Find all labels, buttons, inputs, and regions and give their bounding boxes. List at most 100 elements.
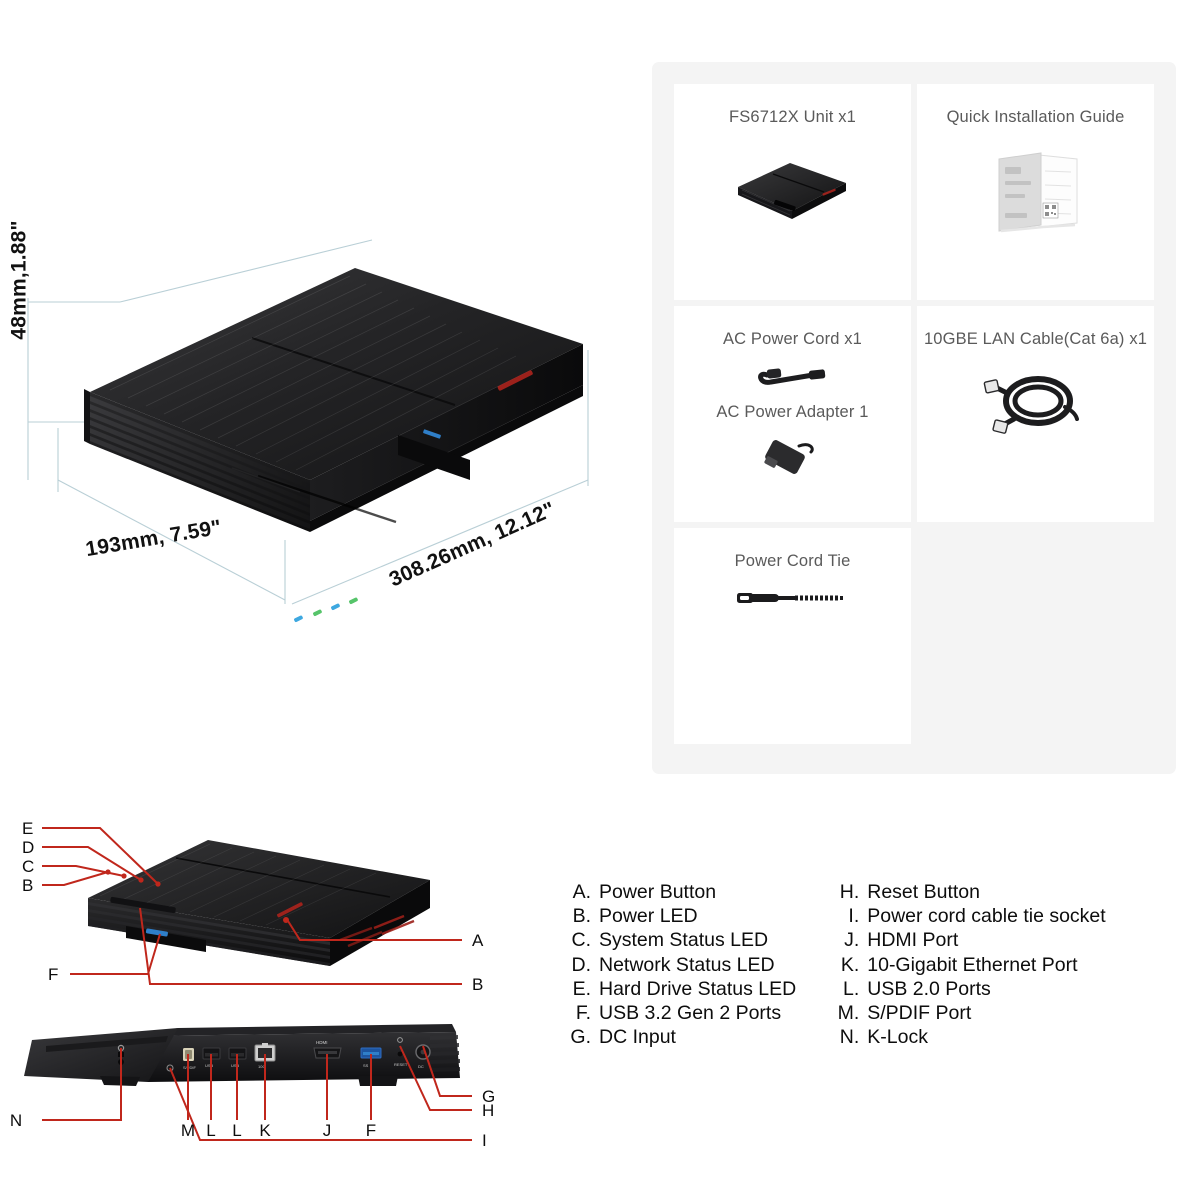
ventilation-fins: [90, 396, 310, 529]
nas-device-body: [84, 268, 583, 623]
svg-text:A: A: [472, 931, 484, 950]
nas-rear-body: S/PDIF USB USB 10G: [24, 1024, 460, 1086]
package-item-label: Power Cord Tie: [734, 552, 851, 570]
legend-item: E. Hard Drive Status LED: [566, 977, 797, 1001]
svg-text:H: H: [482, 1101, 494, 1120]
package-contents-grid: FS6712X Unit x1: [674, 84, 1154, 752]
legend-text: Power LED: [599, 905, 698, 928]
legend-item: J. HDMI Port: [834, 928, 1105, 952]
cable-tie-icon: [733, 585, 853, 611]
legend-text: Power Button: [599, 881, 717, 903]
legend-text: USB 3.2 Gen 2 Ports: [599, 1002, 782, 1025]
svg-text:HDMI: HDMI: [316, 1040, 328, 1045]
package-item-label: Quick Installation Guide: [946, 108, 1125, 126]
svg-text:B: B: [472, 975, 483, 994]
legend-key: N.: [839, 1026, 860, 1049]
legend-key: M.: [837, 1002, 860, 1025]
front-callout-lines: [42, 827, 462, 985]
legend-item: H. Reset Button: [834, 880, 1105, 904]
legend-text: Hard Drive Status LED: [599, 977, 797, 1000]
svg-text:K: K: [259, 1121, 271, 1140]
legend-item: N. K-Lock: [834, 1025, 1105, 1049]
svg-text:SS: SS: [363, 1063, 369, 1068]
rear-callout-labels: N M L L K J F G H I: [10, 1087, 495, 1150]
legend-key: D.: [571, 953, 592, 976]
svg-text:RESET: RESET: [394, 1062, 408, 1067]
legend-key: K.: [840, 953, 860, 976]
legend-item: I. Power cord cable tie socket: [834, 904, 1105, 928]
qr-code-icon: [1042, 202, 1058, 219]
legend-text: S/PDIF Port: [867, 1002, 972, 1025]
legend-key: E.: [572, 977, 591, 1000]
package-item-nas-unit: FS6712X Unit x1: [674, 84, 911, 300]
svg-text:F: F: [366, 1121, 376, 1140]
legend-column-right: H. Reset Button I. Power cord cable tie so…: [834, 880, 1106, 1049]
power-adapter-icon: [753, 436, 833, 480]
legend-item: L. USB 2.0 Ports: [834, 977, 1105, 1001]
package-item-label: FS6712X Unit x1: [729, 108, 856, 126]
legend-key: J.: [844, 929, 860, 952]
legend-item: C.System Status LED: [566, 928, 796, 952]
package-item-cable-tie: Power Cord Tie: [674, 528, 911, 744]
legend-key: F.: [575, 1002, 591, 1025]
legend-column-left: A. Power Button B. Power LED C.System Stat…: [566, 880, 796, 1049]
package-item-label: AC Power Cord x1: [722, 330, 863, 348]
svg-text:DC: DC: [418, 1064, 424, 1069]
svg-text:E: E: [22, 819, 33, 838]
legend-key: L.: [842, 977, 860, 1000]
legend-key: A.: [572, 881, 591, 903]
legend-key: I.: [848, 905, 860, 928]
legend-key: G.: [570, 1026, 591, 1049]
svg-text:USB: USB: [205, 1063, 214, 1068]
cable-tie-socket: [166, 1064, 174, 1072]
legend-item: F. USB 3.2 Gen 2 Ports: [566, 1001, 796, 1025]
rear-callout-lines: [42, 1045, 472, 1141]
svg-text:10G: 10G: [258, 1064, 266, 1069]
legend-item: M. S/PDIF Port: [834, 1001, 1105, 1025]
svg-text:L: L: [232, 1121, 241, 1140]
reset-button: RESET: [394, 1037, 408, 1067]
svg-text:L: L: [206, 1121, 215, 1140]
lan-cable-icon: [981, 363, 1091, 443]
svg-text:D: D: [22, 838, 34, 857]
nas-isometric-illustration: [27, 239, 589, 623]
legend-item: D. Network Status LED: [566, 953, 796, 977]
legend-text: Reset Button: [867, 881, 980, 903]
package-item-label-secondary: AC Power Adapter 1: [716, 403, 869, 421]
svg-text:I: I: [482, 1131, 487, 1150]
svg-text:B: B: [22, 876, 33, 895]
legend-text: USB 2.0 Ports: [867, 977, 991, 1000]
legend-text: HDMI Port: [867, 929, 959, 952]
front-callout-labels: E D C B F A B: [22, 819, 484, 994]
front-view-diagram: E D C B F A B: [0, 780, 540, 1020]
ethernet-port: 10G: [254, 1043, 276, 1069]
legend-text: Network Status LED: [599, 953, 775, 976]
svg-text:S/PDIF: S/PDIF: [183, 1065, 196, 1070]
led-indicators: [294, 597, 358, 623]
dimension-height-label: 48mm,1.88": [7, 220, 31, 340]
legend-key: B.: [572, 905, 591, 928]
hdmi-port: HDMI: [313, 1040, 342, 1059]
dimension-guide-lines: [27, 239, 589, 605]
package-cell-empty: [917, 528, 1154, 744]
legend-key: H.: [839, 881, 860, 903]
package-contents-panel: FS6712X Unit x1: [652, 62, 1176, 774]
rear-view-diagram: S/PDIF USB USB 10G: [0, 1010, 540, 1180]
package-item-power-cord-adapter: AC Power Cord x1 AC Power Adapter 1: [674, 306, 911, 522]
nas-unit-icon: [718, 141, 868, 231]
legend-item: B. Power LED: [566, 904, 796, 928]
package-item-installation-guide: Quick Installation Guide: [917, 84, 1154, 300]
port-legend: A. Power Button B. Power LED C.System Stat…: [566, 880, 1200, 1049]
package-item-lan-cable: 10GBE LAN Cable(Cat 6a) x1: [917, 306, 1154, 522]
svg-text:G: G: [482, 1087, 495, 1106]
front-usb-port: [398, 429, 470, 480]
legend-item: G. DC Input: [566, 1025, 796, 1049]
legend-text: K-Lock: [867, 1026, 928, 1049]
legend-text: DC Input: [599, 1026, 676, 1049]
legend-text: Power cord cable tie socket: [867, 905, 1106, 928]
brand-logo: [497, 370, 533, 391]
legend-item: A. Power Button: [566, 880, 796, 904]
package-item-label: 10GBE LAN Cable(Cat 6a) x1: [923, 330, 1148, 348]
power-cord-icon: [753, 363, 833, 389]
